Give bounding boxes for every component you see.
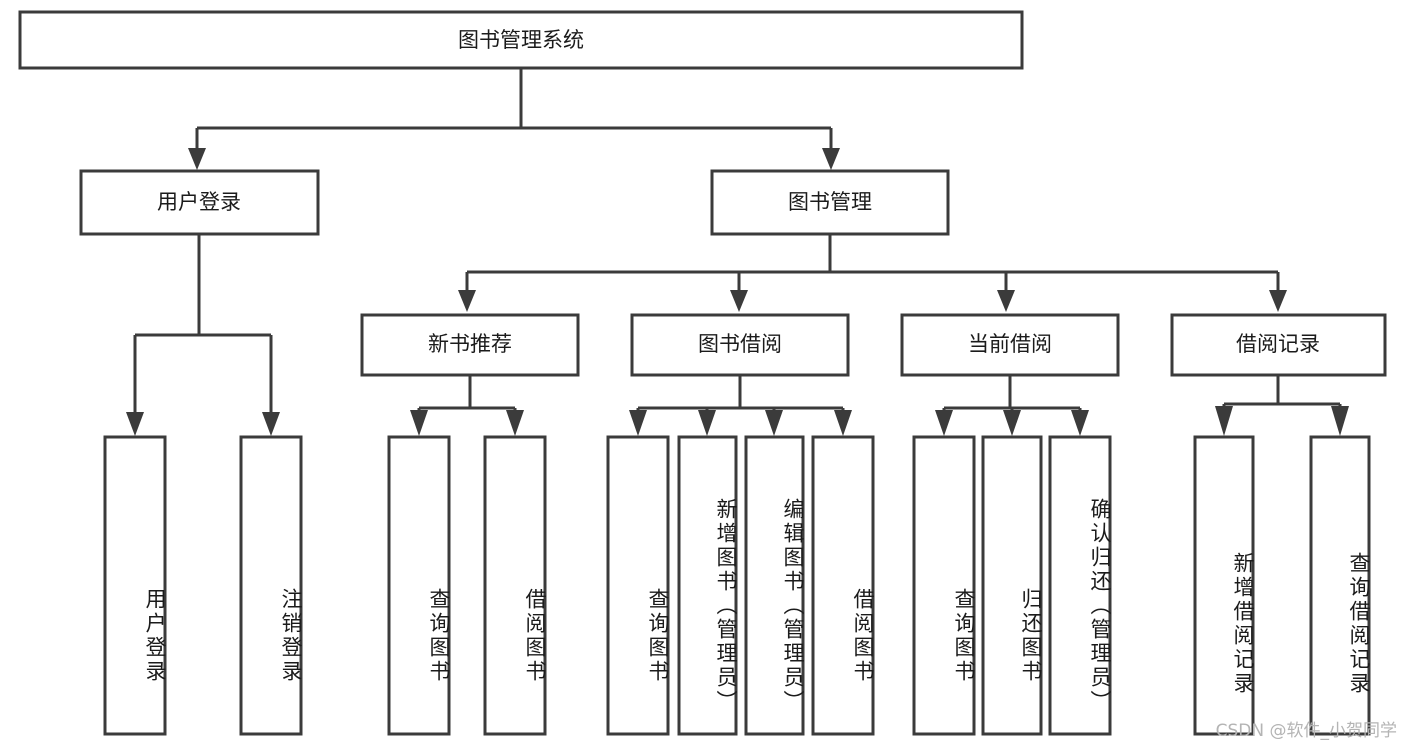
leaf-box-record-1[interactable] <box>1309 435 1371 736</box>
node-root[interactable]: 图书管理系统 <box>18 10 1024 70</box>
leaf-box-current-2[interactable] <box>1048 435 1112 736</box>
node-new-book-recommend[interactable]: 新书推荐 <box>360 313 580 377</box>
leaf-box-user-1[interactable] <box>239 435 303 736</box>
arrow-record <box>1269 290 1287 312</box>
leaf-box-borrow-2[interactable] <box>744 435 805 736</box>
arrow-record-leaf-2 <box>1331 406 1349 436</box>
leaf-box-borrow-3[interactable] <box>811 435 875 736</box>
node-user-login[interactable]: 用户登录 <box>79 169 320 236</box>
leaf-box-newbook-1[interactable] <box>483 435 547 736</box>
arrow-newbook-leaf-1 <box>410 410 428 436</box>
connector-current-to-leaves <box>935 375 1089 436</box>
arrow-current-leaf-3 <box>1071 410 1089 436</box>
borrow-record-label: 借阅记录 <box>1236 332 1320 356</box>
arrow-newbook-leaf-2 <box>506 410 524 436</box>
connector-book-manage-to-level2 <box>458 234 1287 312</box>
connector-user-login-to-leaves <box>126 234 280 436</box>
arrow-leaf-user-1 <box>126 412 144 436</box>
arrow-borrow-leaf-1 <box>629 410 647 436</box>
leaf-box-current-1[interactable] <box>981 435 1043 736</box>
arrow-borrow-leaf-4 <box>834 410 852 436</box>
user-login-label: 用户登录 <box>157 190 241 214</box>
book-manage-label: 图书管理 <box>788 190 872 214</box>
arrow-borrow <box>730 290 748 312</box>
root-label: 图书管理系统 <box>458 28 584 52</box>
node-book-manage[interactable]: 图书管理 <box>710 169 950 236</box>
connector-record-to-leaves <box>1215 375 1349 436</box>
current-borrow-label: 当前借阅 <box>968 332 1052 356</box>
arrow-leaf-user-2 <box>262 412 280 436</box>
leaf-box-borrow-0[interactable] <box>606 435 670 736</box>
leaf-box-user-0[interactable] <box>103 435 167 736</box>
arrow-borrow-leaf-3 <box>765 410 783 436</box>
arrow-borrow-leaf-2 <box>698 410 716 436</box>
root-box <box>18 10 1024 70</box>
node-book-borrow[interactable]: 图书借阅 <box>630 313 850 377</box>
connector-newbook-to-leaves <box>410 375 524 436</box>
book-borrow-label: 图书借阅 <box>698 332 782 356</box>
borrow-record-box <box>1170 313 1387 377</box>
leaf-box-record-0[interactable] <box>1193 435 1255 736</box>
arrow-user-login <box>188 148 206 170</box>
arrow-book-manage <box>822 148 840 170</box>
arrow-newbook <box>458 290 476 312</box>
new-book-recommend-label: 新书推荐 <box>428 332 512 356</box>
connector-borrow-to-leaves <box>629 375 852 436</box>
node-borrow-record[interactable]: 借阅记录 <box>1170 313 1387 377</box>
leaf-box-current-0[interactable] <box>912 435 976 736</box>
leaf-box-newbook-0[interactable] <box>387 435 451 736</box>
new-book-recommend-box <box>360 313 580 377</box>
arrow-current <box>997 290 1015 312</box>
arrow-current-leaf-1 <box>935 410 953 436</box>
current-borrow-box <box>900 313 1120 377</box>
watermark-text: CSDN @软件_小贺同学 <box>1215 721 1397 741</box>
book-manage-box <box>710 169 950 236</box>
arrow-current-leaf-2 <box>1003 410 1021 436</box>
leaf-box-borrow-1[interactable] <box>677 435 738 736</box>
arrow-record-leaf-1 <box>1215 406 1233 436</box>
connector-root-to-level1 <box>188 68 840 170</box>
node-current-borrow[interactable]: 当前借阅 <box>900 313 1120 377</box>
book-borrow-box <box>630 313 850 377</box>
